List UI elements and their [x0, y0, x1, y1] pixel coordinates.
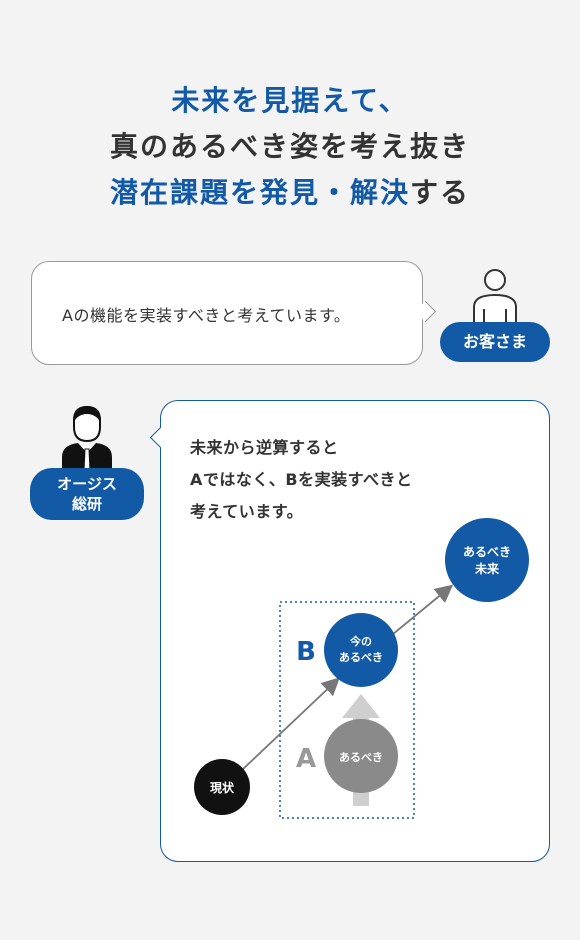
- headline-line3-dark: する: [410, 176, 471, 209]
- customer-person-icon: [473, 269, 517, 323]
- circle-future-line1: あるべき: [463, 545, 511, 559]
- circle-future-line2: 未来: [474, 561, 500, 576]
- circle-a-label: あるべき: [339, 751, 383, 764]
- circle-b: [324, 613, 398, 687]
- consultant-label-line1: オージス: [57, 475, 117, 493]
- headline-line3-blue: 潜在課題を発見・解決: [109, 176, 410, 209]
- headline-line3: 潜在課題を発見・解決する: [0, 170, 580, 216]
- consultant-quote-line1: 未来から逆算すると: [190, 438, 339, 457]
- customer-label: お客さま: [440, 322, 550, 362]
- arrow-current-to-b: [241, 677, 340, 771]
- circle-future: [445, 518, 529, 602]
- circle-current: [194, 759, 250, 815]
- consultant-quote-line2: Aではなく、Bを実装すべきと: [190, 470, 413, 489]
- label-a: A: [296, 744, 316, 774]
- circle-a: [324, 719, 398, 793]
- headline-line1: 未来を見据えて、: [171, 84, 409, 117]
- headline: 未来を見据えて、 真のあるべき姿を考え抜き 潜在課題を発見・解決する: [0, 78, 580, 216]
- headline-line2: 真のあるべき姿を考え抜き: [109, 130, 470, 163]
- circle-b-label-line1: 今の: [349, 634, 372, 648]
- consultant-label-line2: 総研: [71, 495, 102, 513]
- customer-quote: Aの機能を実装すべきと考えています。: [62, 306, 351, 325]
- customer-speech-bubble: Aの機能を実装すべきと考えています。: [31, 261, 423, 365]
- consultant-label: オージス 総研: [30, 468, 144, 520]
- consultant-quote-line3: 考えています。: [190, 502, 304, 521]
- dotted-frame: [279, 601, 415, 819]
- circle-b-label-line2: あるべき: [339, 651, 383, 664]
- consultant-person-icon: [62, 405, 112, 477]
- strategy-diagram: あるべき 今の あるべき あるべき 未来 現状 B A: [194, 518, 529, 819]
- arrow-b-to-future: [386, 584, 454, 640]
- label-b: B: [296, 637, 316, 667]
- consultant-quote: 未来から逆算すると Aではなく、Bを実装すべきと 考えています。: [190, 432, 412, 528]
- circle-current-label: 現状: [210, 780, 235, 795]
